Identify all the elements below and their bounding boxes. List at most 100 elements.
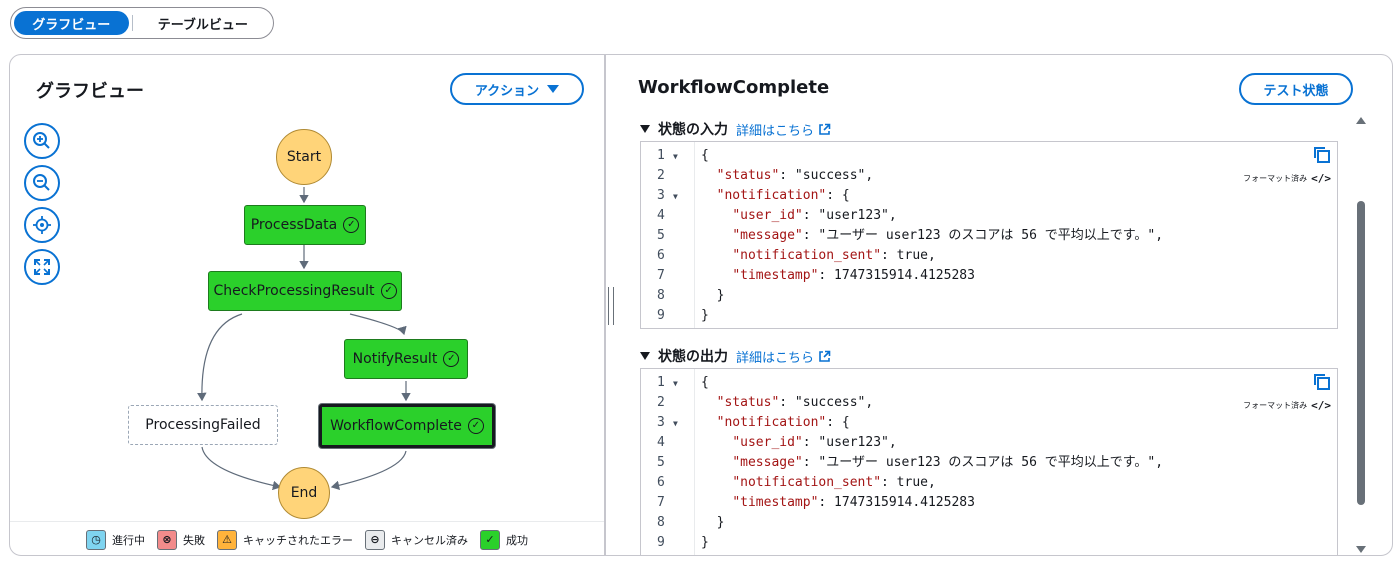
code-line: {: [701, 148, 709, 163]
legend-succeeded: ✓ 成功: [480, 529, 528, 550]
legend-failed: ⊗ 失敗: [157, 529, 205, 550]
state-label: NotifyResult: [352, 351, 438, 367]
panel-splitter: [604, 55, 606, 555]
zoom-out-button[interactable]: [24, 165, 60, 201]
code-icon: </>: [1311, 399, 1331, 412]
line-number: 1: [657, 375, 665, 390]
legend-label: キャッチされたエラー: [243, 533, 353, 547]
state-label: CheckProcessingResult: [213, 283, 375, 299]
success-check-icon: ✓: [443, 351, 460, 367]
legend-label: キャンセル済み: [391, 533, 468, 547]
code-line: "timestamp": 1747315914.4125283: [732, 495, 975, 510]
cancel-icon: ⊖: [365, 529, 385, 550]
graph-view-tab[interactable]: グラフビュー: [14, 11, 129, 35]
learn-more-link[interactable]: 詳細はこちら: [736, 120, 831, 139]
code-line: }: [701, 535, 709, 550]
code-line: "user_id": "user123",: [732, 435, 897, 450]
state-label: ProcessingFailed: [145, 417, 261, 433]
copy-icon[interactable]: [1313, 373, 1331, 391]
code-line: "timestamp": 1747315914.4125283: [732, 268, 975, 283]
execution-panel: グラフビュー アクション: [9, 54, 1393, 556]
line-number: 2: [657, 395, 665, 410]
line-number: 8: [657, 515, 665, 530]
state-label: WorkflowComplete: [330, 418, 462, 434]
line-number: 9: [657, 308, 665, 323]
state-notify-result[interactable]: NotifyResult ✓: [344, 339, 468, 379]
formatted-toggle[interactable]: フォーマット済み </>: [1243, 172, 1331, 185]
formatted-toggle[interactable]: フォーマット済み </>: [1243, 399, 1331, 412]
success-check-icon: ✓: [467, 418, 484, 434]
graph-view-title: グラフビュー: [36, 81, 144, 102]
fit-view-button[interactable]: [24, 249, 60, 285]
success-check-icon: ✓: [480, 529, 500, 550]
divider: [131, 15, 133, 31]
line-number: 8: [657, 288, 665, 303]
code-line: "notification": {: [716, 188, 850, 203]
success-check-icon: ✓: [380, 283, 397, 299]
status-legend: ◷ 進行中 ⊗ 失敗 ⚠ キャッチされたエラー ⊖ キャンセル済み ✓ 成功: [10, 521, 604, 555]
fit-icon: [34, 259, 50, 275]
state-input-header[interactable]: 状態の入力 詳細はこちら: [640, 119, 831, 139]
line-number: 7: [657, 268, 665, 283]
line-number: 2: [657, 168, 665, 183]
learn-more-link[interactable]: 詳細はこちら: [736, 347, 831, 366]
state-details-panel: WorkflowComplete テスト状態 状態の入力 詳細はこちら: [620, 55, 1380, 555]
start-node[interactable]: Start: [276, 129, 332, 185]
scroll-thumb[interactable]: [1357, 201, 1365, 505]
formatted-label: フォーマット済み: [1243, 401, 1308, 410]
state-output-editor[interactable]: フォーマット済み </> 1▼{2 "status": "success",3▼…: [640, 368, 1338, 555]
legend-label: 失敗: [183, 533, 205, 547]
editor-tools: フォーマット済み </>: [1243, 373, 1331, 412]
line-number: 1: [657, 148, 665, 163]
line-number: 3: [657, 188, 665, 203]
fold-caret-icon[interactable]: ▼: [673, 192, 678, 201]
table-view-tab[interactable]: テーブルビュー: [157, 17, 248, 33]
code-line: "status": "success",: [716, 395, 874, 410]
resize-handle[interactable]: [608, 287, 614, 325]
actions-dropdown-button[interactable]: アクション: [450, 73, 584, 105]
zoom-out-icon: [33, 174, 50, 191]
state-output-header[interactable]: 状態の出力 詳細はこちら: [640, 346, 831, 366]
start-label: Start: [286, 149, 322, 165]
line-number: 3: [657, 415, 665, 430]
caret-down-icon: [547, 85, 560, 93]
fold-caret-icon[interactable]: ▼: [673, 419, 678, 428]
legend-cancelled: ⊖ キャンセル済み: [365, 529, 468, 550]
collapse-caret-icon: [640, 125, 650, 133]
external-link-icon: [819, 350, 831, 362]
fold-caret-icon[interactable]: ▼: [673, 152, 678, 161]
warning-icon: ⚠: [217, 529, 237, 550]
code-line: "notification_sent": true,: [732, 248, 936, 263]
line-number: 7: [657, 495, 665, 510]
line-number: 9: [657, 535, 665, 550]
formatted-label: フォーマット済み: [1243, 174, 1308, 183]
vertical-scrollbar[interactable]: [1356, 113, 1366, 555]
line-number: 4: [657, 208, 665, 223]
legend-label: 成功: [506, 533, 528, 547]
state-check-processing-result[interactable]: CheckProcessingResult ✓: [208, 271, 402, 311]
section-title: 状態の入力: [658, 122, 728, 138]
line-number: 5: [657, 228, 665, 243]
legend-label: 進行中: [112, 533, 145, 547]
external-link-icon: [819, 123, 831, 135]
copy-icon[interactable]: [1313, 146, 1331, 164]
state-workflow-complete[interactable]: WorkflowComplete ✓: [319, 404, 495, 448]
state-input-editor[interactable]: フォーマット済み </> 1▼{2 "status": "success",3▼…: [640, 141, 1338, 329]
code-line: "user_id": "user123",: [732, 208, 897, 223]
graph-view-panel: グラフビュー アクション: [10, 55, 604, 555]
failed-x-icon: ⊗: [157, 529, 177, 550]
state-processing-failed[interactable]: ProcessingFailed: [128, 405, 278, 445]
success-check-icon: ✓: [343, 217, 360, 233]
scroll-up-icon[interactable]: [1356, 117, 1366, 124]
end-node[interactable]: End: [278, 467, 330, 519]
state-process-data[interactable]: ProcessData ✓: [244, 205, 366, 245]
zoom-in-button[interactable]: [24, 123, 60, 159]
fold-caret-icon[interactable]: ▼: [673, 379, 678, 388]
test-state-button[interactable]: テスト状態: [1239, 73, 1353, 105]
center-button[interactable]: [24, 207, 60, 243]
scroll-down-icon[interactable]: [1356, 546, 1366, 553]
legend-in-progress: ◷ 進行中: [86, 529, 145, 550]
line-number: 5: [657, 455, 665, 470]
code-icon: </>: [1311, 172, 1331, 185]
link-text: 詳細はこちら: [736, 350, 815, 366]
